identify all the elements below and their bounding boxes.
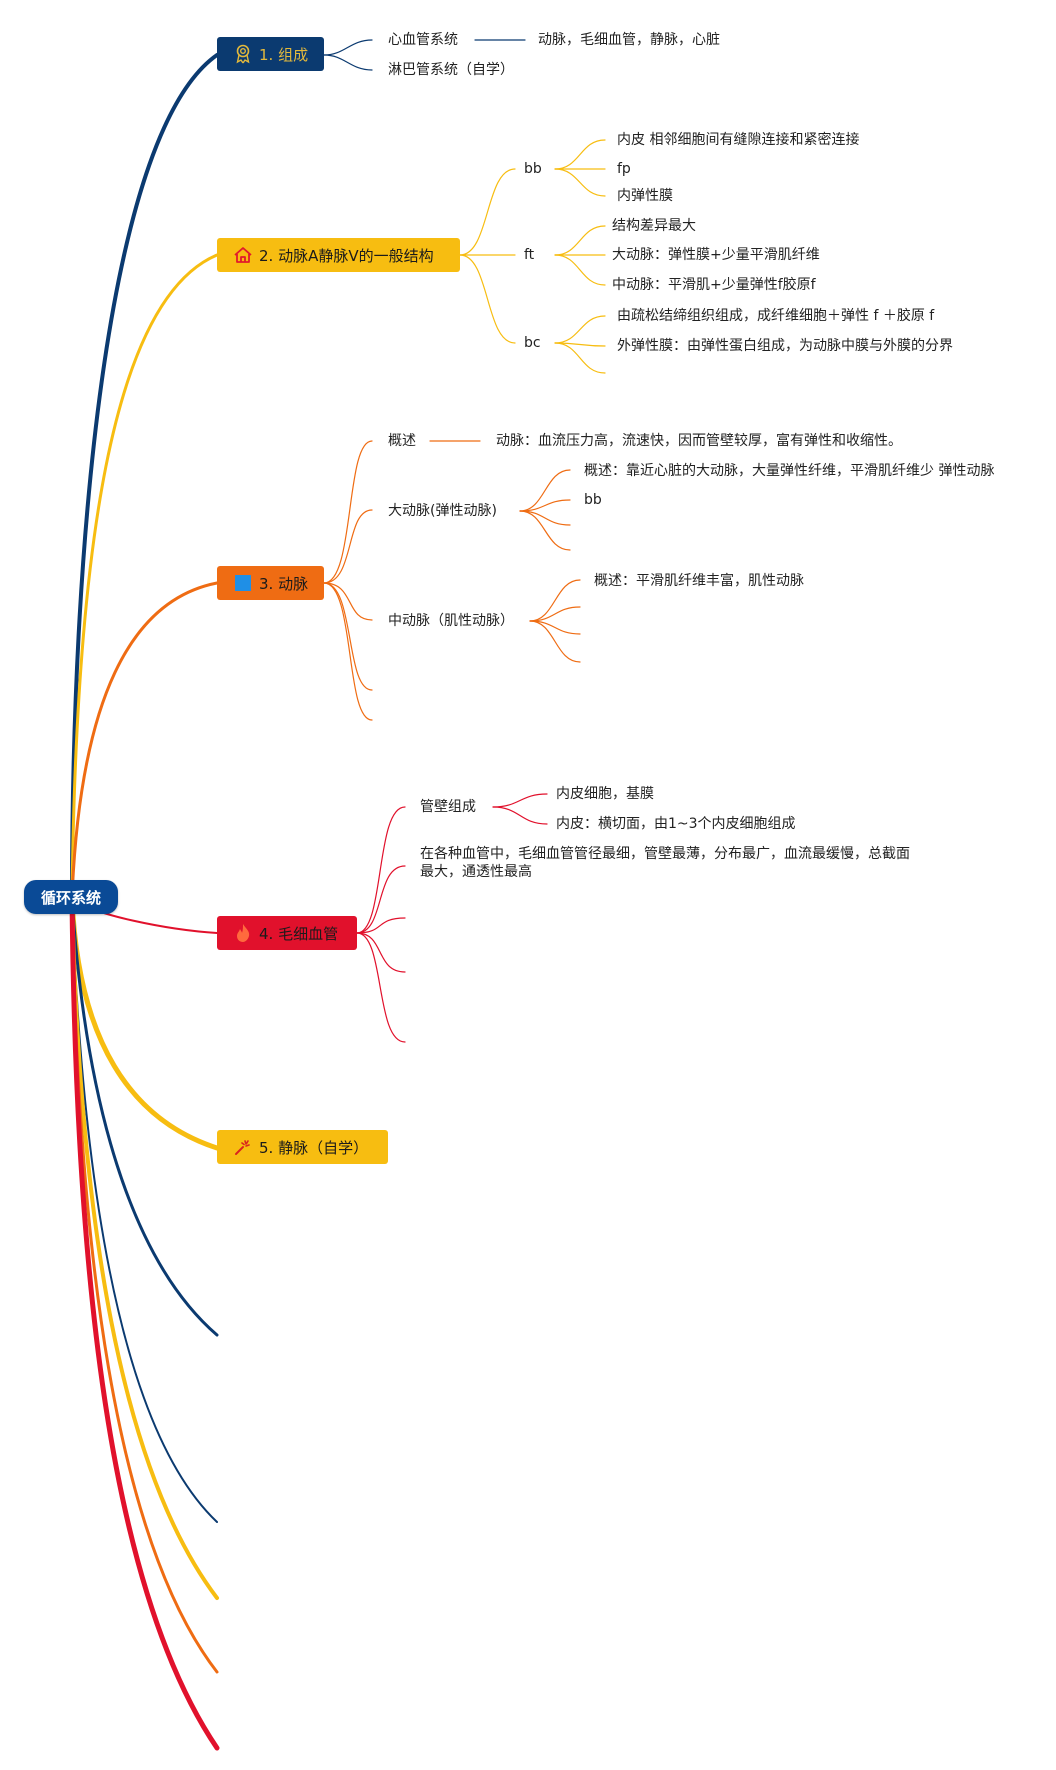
spark-icon [233,1137,253,1157]
b1-child-2[interactable]: 淋巴管系统（自学） [388,62,514,78]
b1-child-1-detail[interactable]: 动脉，毛细血管，静脉，心脏 [538,32,720,48]
b2-ft[interactable]: ft [524,247,535,263]
square-icon [233,573,253,593]
b3-overview[interactable]: 概述 [388,433,416,449]
b3-overview-detail[interactable]: 动脉：血流压力高，流速快，因而管壁较厚，富有弹性和收缩性。 [496,433,902,449]
b2-bb-1[interactable]: 内皮 相邻细胞间有缝隙连接和紧密连接 [617,132,860,148]
branch-5-label: 5. 静脉（自学） [259,1138,369,1157]
b2-ft-3[interactable]: 中动脉：平滑肌+少量弹性f胶原f [612,277,816,293]
link-b2-bc [459,254,516,344]
b3-large-artery[interactable]: 大动脉(弹性动脉) [388,503,497,519]
b3-large-artery-2[interactable]: bb [584,492,602,508]
flame-icon [233,923,253,943]
b2-bb-2[interactable]: fp [617,161,631,177]
link-b3-c1 [323,440,373,584]
b2-bc[interactable]: bc [524,335,541,351]
link-root-extra-navy [70,896,219,1337]
b2-bc-2[interactable]: 外弹性膜：由弹性蛋白组成，为动脉中膜与外膜的分界 [617,338,953,354]
branch-2-topic[interactable]: 2. 动脉A静脉V的一般结构 [217,238,460,272]
link-root-branch2 [70,253,219,900]
b2-bb-3[interactable]: 内弹性膜 [617,188,673,204]
b4-wall-1[interactable]: 内皮细胞，基膜 [556,786,654,802]
branch-4-topic[interactable]: 4. 毛细血管 [217,916,357,950]
house-icon [233,245,253,265]
b3-medium-artery-1[interactable]: 概述：平滑肌纤维丰富，肌性动脉 [594,573,804,589]
link-b4-c1 [356,806,406,934]
award-icon [233,44,253,64]
branch-3-topic[interactable]: 3. 动脉 [217,566,324,600]
branch-5-topic[interactable]: 5. 静脉（自学） [217,1130,388,1164]
branch-4-label: 4. 毛细血管 [259,924,339,943]
root-topic[interactable]: 循环系统 [24,880,118,914]
b3-large-artery-1[interactable]: 概述：靠近心脏的大动脉，大量弹性纤维，平滑肌纤维少 弹性动脉 [584,463,995,479]
link-root-branch3 [70,581,219,900]
link-root-extra-orange [70,896,219,1674]
link-root-branch1 [70,53,219,900]
b3-medium-artery[interactable]: 中动脉（肌性动脉） [388,613,514,629]
b2-ft-2[interactable]: 大动脉：弹性膜+少量平滑肌纤维 [612,247,820,263]
b4-summary[interactable]: 在各种血管中，毛细血管管径最细，管壁最薄，分布最广，血流最缓慢，总截面最大，通透… [420,846,910,880]
branch-1-topic[interactable]: 1. 组成 [217,37,324,71]
link-b2-bb [459,168,516,256]
b2-bc-1[interactable]: 由疏松结缔组织组成，成纤维细胞＋弹性 f ＋胶原 f [617,308,935,324]
link-b1-c2 [323,54,373,71]
link-root-branch5 [69,895,220,1151]
b4-wall-2[interactable]: 内皮：横切面，由1~3个内皮细胞组成 [556,816,796,832]
link-b4-c2 [356,865,406,934]
branch-3-label: 3. 动脉 [259,574,309,593]
branch-1-label: 1. 组成 [259,45,309,64]
link-root-extra-red [69,895,220,1751]
b2-ft-1[interactable]: 结构差异最大 [612,218,696,234]
link-b1-c1 [323,39,373,56]
link-b3-c2 [323,509,373,584]
link-root-extra-amber [70,896,219,1600]
b1-child-1[interactable]: 心血管系统 [388,32,458,48]
link-b3-c3 [323,582,373,621]
b2-bb[interactable]: bb [524,161,542,177]
b4-wall[interactable]: 管壁组成 [420,799,476,815]
branch-2-label: 2. 动脉A静脉V的一般结构 [259,246,434,265]
